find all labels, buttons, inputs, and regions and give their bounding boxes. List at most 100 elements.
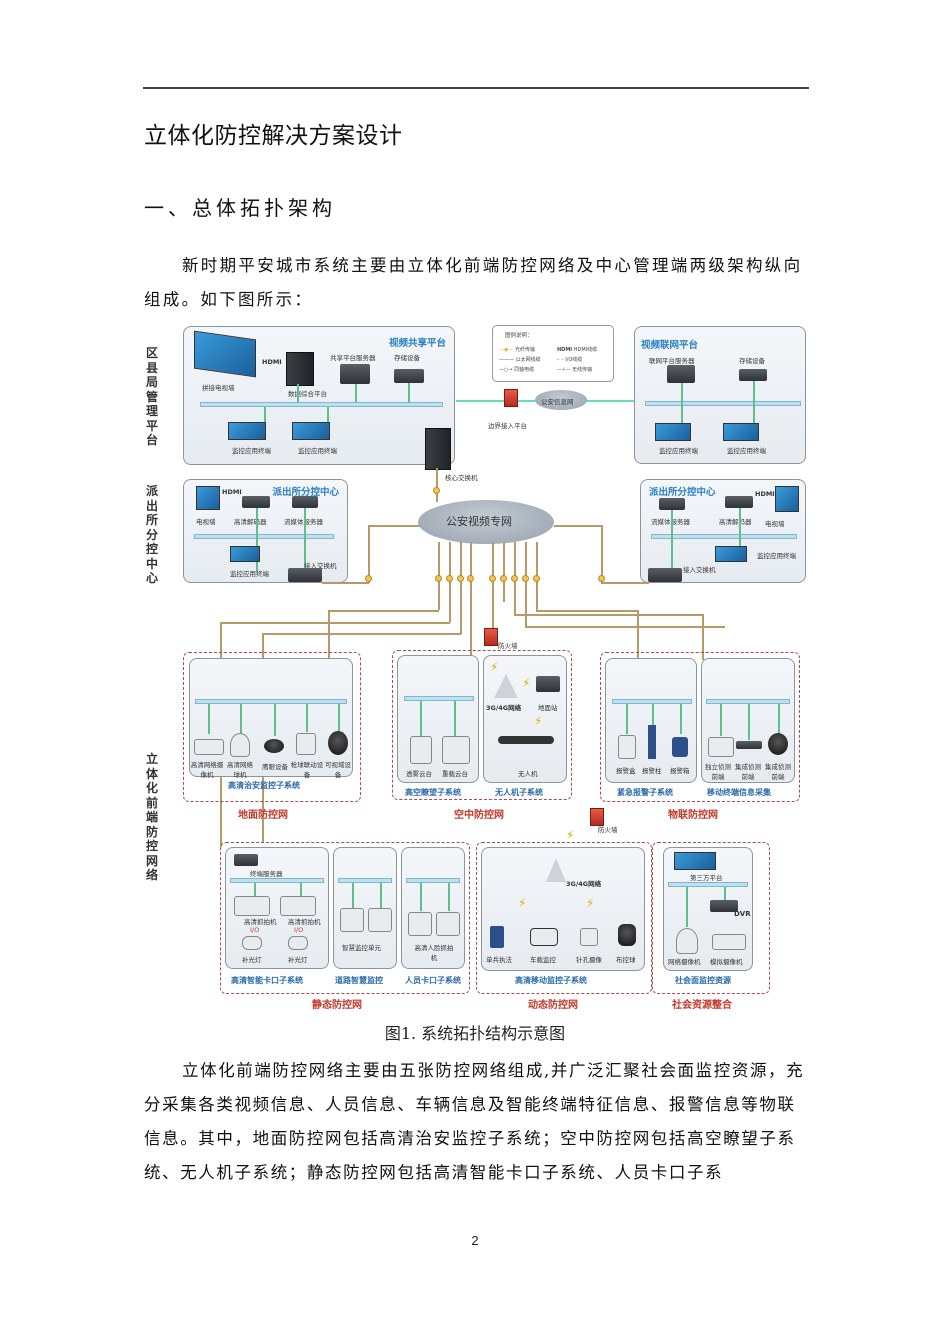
body-paragraph: 立体化前端防控网络主要由五张防控网络组成,并广泛汇聚社会面监控资源，充分采集各类… <box>144 1054 812 1190</box>
device-label: 集成侦测前端 <box>765 763 791 781</box>
net-caption: 社会资源整合 <box>672 1000 732 1011</box>
stream-server-icon <box>659 498 685 510</box>
network-bus <box>651 534 797 539</box>
uav-subsystem-panel: 3G/4G网络 地面站 ⚡ ⚡ 无人机 <box>483 655 567 783</box>
detector-icon <box>708 737 734 757</box>
third-party-platform-icon <box>674 852 716 870</box>
link-line <box>300 883 302 897</box>
device-label: 独立侦测前端 <box>705 763 731 781</box>
device-label: 监控应用终端 <box>298 447 337 455</box>
network-bus <box>230 878 324 883</box>
fiber-node-icon <box>365 575 372 582</box>
fiber-node-icon <box>467 575 474 582</box>
link-line <box>208 704 210 734</box>
device-label: 高清网络摄像机 <box>190 761 224 779</box>
fiber-line <box>470 542 472 660</box>
boundary-label: 边界接入平台 <box>488 422 527 430</box>
device-label: 流媒体服务器 <box>651 516 690 526</box>
fiber-line <box>368 525 370 583</box>
monitor-terminal-icon <box>723 423 759 441</box>
link-line <box>681 383 683 423</box>
wireless-icon: ⚡ <box>490 660 499 674</box>
wireless-icon: ⚡ <box>586 896 595 910</box>
alarm-box-icon <box>618 735 636 759</box>
link-line <box>327 407 329 425</box>
firewall-label: 防火墙 <box>498 642 518 650</box>
hdmi-tag: HDMI <box>222 488 242 496</box>
device-label: 高清解码器 <box>234 518 267 526</box>
fiber-line <box>554 525 602 527</box>
device-label: 车载监控 <box>530 956 556 964</box>
link-line <box>680 704 682 734</box>
link-line <box>408 383 410 402</box>
air-firewall-icon <box>484 628 498 646</box>
iot-net-group: 报警盒 报警柱 报警箱 独立侦测前端 集成侦测前端 集成侦测前端 紧急报警子系统… <box>600 652 800 802</box>
road-monitor-panel: 智慧监控单元 <box>333 847 397 969</box>
link-line <box>454 701 456 737</box>
device-label: 流媒体服务器 <box>284 516 323 526</box>
device-label: 第三方平台 <box>690 874 723 882</box>
ground-net-group: 高清网络摄像机 高清网络球机 鹰眼设备 枪球联动设备 可视域设备 高清治安监控子… <box>183 652 361 802</box>
fiber-line <box>702 614 704 660</box>
device-label: 网络摄像机 <box>668 958 701 966</box>
tier-label-station: 派出所分控中心 <box>145 484 158 585</box>
link-line <box>380 883 382 909</box>
subsystem-caption: 人员卡口子系统 <box>405 976 461 985</box>
link-line <box>256 508 258 572</box>
link-line <box>626 704 628 734</box>
device-label: 3G/4G网络 <box>486 704 522 712</box>
intro-paragraph: 新时期平安城市系统主要由立体化前端防控网络及中心管理端两级架构纵向组成。如下图所… <box>144 249 812 317</box>
device-label: 存储设备 <box>739 357 765 365</box>
public-net-label: 公安信息网 <box>541 398 574 406</box>
net-caption: 地面防控网 <box>238 810 288 821</box>
tier-label-district: 区县局管理平台 <box>145 346 158 447</box>
device-label: 拼接电视墙 <box>202 384 235 392</box>
alarm-pillar-icon <box>648 725 656 759</box>
monitor-terminal-icon <box>715 546 747 562</box>
face-camera-icon <box>408 912 432 936</box>
device-label: 高清抓拍机 <box>288 918 321 926</box>
mobile-monitor-subsystem-panel: 3G/4G网络 ⚡ ⚡ 单兵执法 车载监控 针孔摄像 布控球 <box>481 847 645 971</box>
legend-item: —◉— 光纤传输 <box>499 347 535 353</box>
link-line <box>420 883 422 911</box>
dynamic-firewall-icon <box>590 808 604 826</box>
fiber-line <box>436 468 438 502</box>
device-label: 高清抓拍机 <box>244 918 277 926</box>
firewall-label: 防火墙 <box>598 826 618 834</box>
device-label: 电视墙 <box>765 520 785 528</box>
device-label: 智慧监控单元 <box>342 944 381 952</box>
legend-item: —○→ 同轴电缆 <box>499 367 535 373</box>
device-label: 地面站 <box>538 704 558 712</box>
device-label: 透雾云台 <box>406 770 432 778</box>
subsystem-caption: 无人机子系统 <box>495 788 543 797</box>
legend-title: 图例说明： <box>505 333 533 339</box>
fiber-node-icon <box>433 487 440 494</box>
fiber-line <box>492 542 494 632</box>
fiber-line <box>536 610 638 612</box>
network-camera-icon <box>194 739 224 755</box>
link-line <box>748 704 750 740</box>
network-dome-icon <box>230 733 250 757</box>
video-private-net-cloud <box>418 500 554 544</box>
air-net-group: 透雾云台 重载云台 3G/4G网络 地面站 ⚡ ⚡ 无人机 高空瞭望子系统 无人… <box>392 650 572 800</box>
fiber-node-icon <box>522 575 529 582</box>
storage-icon <box>394 369 424 383</box>
device-label: 布控球 <box>616 956 636 964</box>
subsystem-caption: 高清移动监控子系统 <box>515 976 587 985</box>
network-camera-icon <box>676 928 698 954</box>
fiber-line <box>601 525 603 583</box>
device-label: 联网平台服务器 <box>649 357 695 365</box>
tier-label-frontend: 立体化前端防控网络 <box>145 752 158 882</box>
smart-monitor-unit-icon <box>368 908 392 932</box>
subsystem-caption: 高清治安监控子系统 <box>228 781 300 790</box>
fill-light-icon <box>288 936 308 950</box>
panel-title: 派出所分控中心 <box>272 487 339 498</box>
panel-title: 派出所分控中心 <box>649 487 716 498</box>
device-label: 补光灯 <box>288 956 308 964</box>
checkpoint-subsystem-panel: 终端服务器 高清抓拍机 高清抓拍机 I/O I/O 补光灯 补光灯 <box>225 847 329 969</box>
alarm-subsystem-panel: 报警盒 报警柱 报警箱 <box>605 658 697 783</box>
fiber-line <box>514 614 702 616</box>
link-line <box>297 384 299 402</box>
fiber-line <box>460 542 462 634</box>
link-line <box>652 704 654 726</box>
